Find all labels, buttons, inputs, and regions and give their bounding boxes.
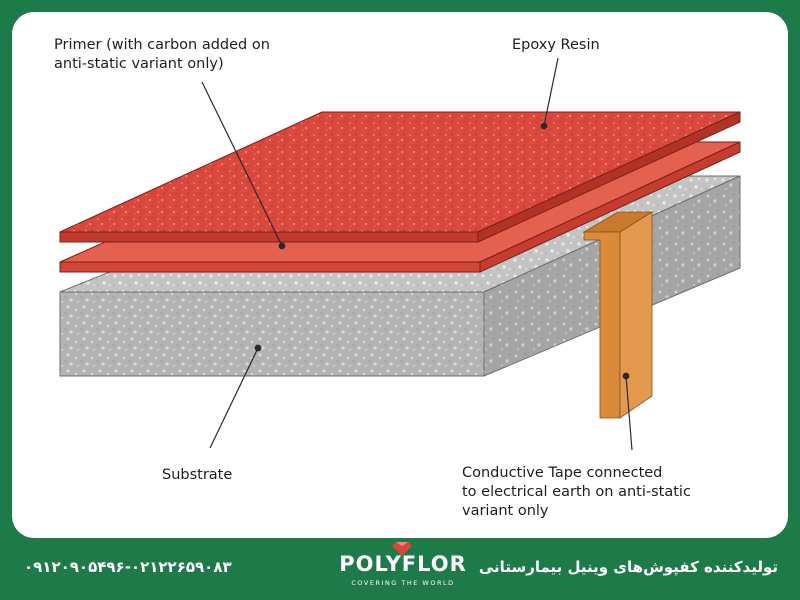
primer-label-line-1: Primer (with carbon added on <box>54 37 270 53</box>
phone-numbers: ۰۹۱۲۰۹۰۵۴۹۶-۰۲۱۲۲۶۵۹۰۸۳ <box>24 558 232 576</box>
epoxy-side-edge <box>477 111 741 243</box>
persian-tagline: تولیدکننده کفپوش‌های وینیل بیمارستانی <box>478 558 778 576</box>
primer-label-line-2: anti-static variant only) <box>54 56 224 72</box>
epoxy-label: Epoxy Resin <box>512 36 600 55</box>
substrate-leader-line <box>209 347 259 449</box>
layer-diagram <box>59 57 741 451</box>
epoxy-leader-line <box>543 57 559 127</box>
footer-bar: ۰۹۱۲۰۹۰۵۴۹۶-۰۲۱۲۲۶۵۹۰۸۳ POLYFLOR COVERIN… <box>0 538 800 600</box>
brand-name: POLYFLOR <box>339 552 467 576</box>
brand-tagline: COVERING THE WORLD <box>351 579 455 587</box>
substrate-label: Substrate <box>162 466 232 485</box>
tape-leader-dot <box>622 372 630 380</box>
primer-front-edge <box>59 261 481 273</box>
tape-label: Conductive Tape connected to electrical … <box>462 464 691 521</box>
diagram-panel: Primer (with carbon added on anti-static… <box>12 12 788 538</box>
tape-side-strip <box>619 211 653 419</box>
primer-side-edge <box>479 141 741 273</box>
tape-label-line-3: variant only <box>462 503 549 519</box>
substrate-label-text: Substrate <box>162 467 233 483</box>
primer-leader-dot <box>278 242 286 250</box>
conductive-tape <box>582 211 654 419</box>
leader-lines <box>201 57 633 451</box>
tape-label-line-1: Conductive Tape connected <box>462 465 663 481</box>
polyflor-logo: POLYFLOR COVERING THE WORLD <box>318 542 488 594</box>
epoxy-front-edge <box>59 231 479 243</box>
epoxy-label-text: Epoxy Resin <box>512 37 600 53</box>
substrate-leader-dot <box>254 344 262 352</box>
epoxy-layer <box>59 111 741 243</box>
logo-gem-icon <box>392 542 412 556</box>
tape-leader-line <box>625 375 633 451</box>
primer-leader-line <box>201 81 283 247</box>
primer-label: Primer (with carbon added on anti-static… <box>54 36 270 74</box>
substrate-front-face <box>59 291 485 377</box>
tape-label-line-2: to electrical earth on anti-static <box>462 484 691 500</box>
epoxy-leader-dot <box>540 122 548 130</box>
